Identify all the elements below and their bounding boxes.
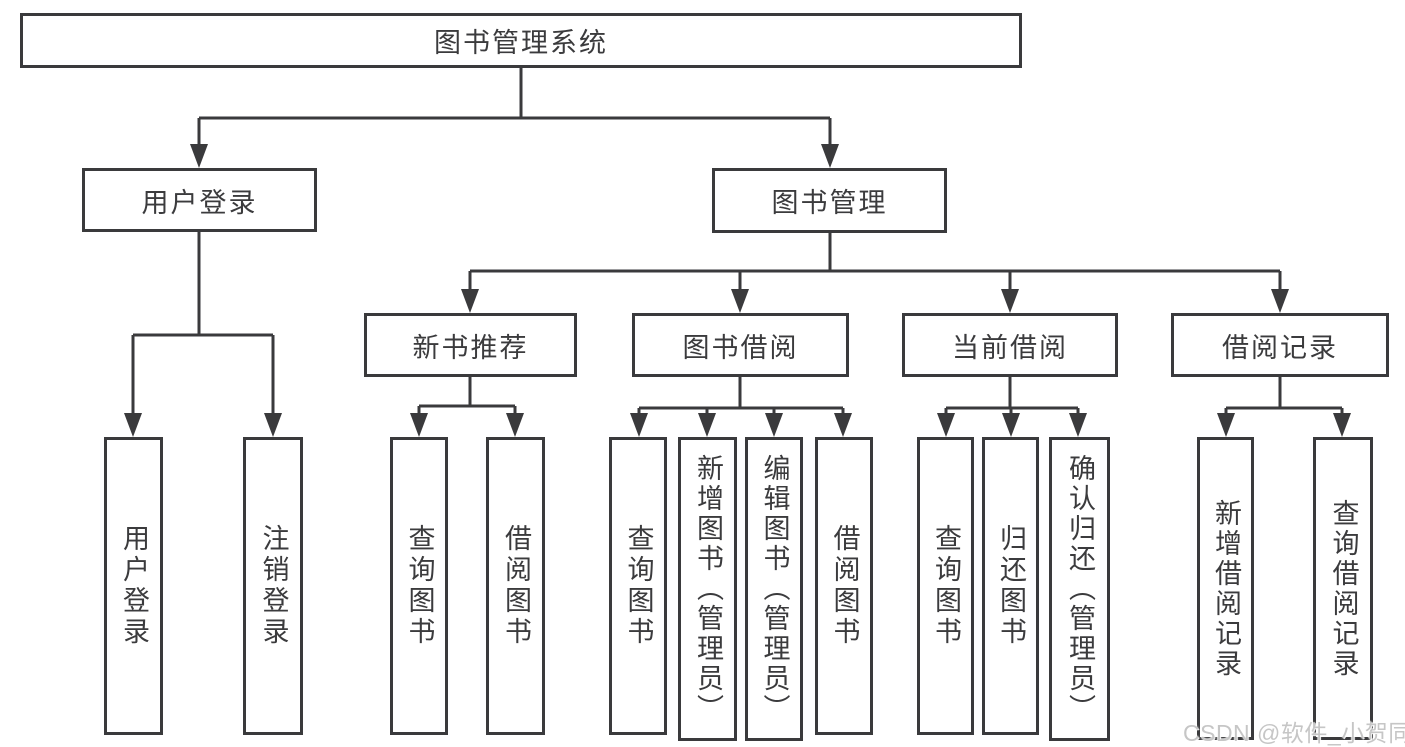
leaf-add-book-admin: 新增图书（管理员） — [678, 437, 737, 741]
leaf-add-book-admin-label: 新增图书（管理员） — [693, 454, 723, 724]
arrowhead-icons — [124, 144, 1351, 437]
node-current-borrow-label: 当前借阅 — [952, 332, 1068, 363]
leaf-borrow-books-recommend: 借阅图书 — [486, 437, 545, 735]
csdn-watermark: CSDN @软件_小贺同学 — [1183, 720, 1405, 746]
node-book-management: 图书管理 — [712, 168, 947, 233]
leaf-user-login: 用户登录 — [104, 437, 163, 735]
leaf-query-borrow-record-label: 查询借阅记录 — [1328, 498, 1359, 679]
node-book-borrow-label: 图书借阅 — [682, 332, 799, 363]
node-current-borrow: 当前借阅 — [902, 313, 1118, 377]
leaf-borrow-books-recommend-label: 借阅图书 — [501, 524, 531, 648]
leaf-query-books-borrow: 查询图书 — [609, 437, 667, 735]
leaf-confirm-return-admin: 确认归还（管理员） — [1049, 437, 1110, 741]
leaf-query-books-borrow-label: 查询图书 — [623, 524, 654, 648]
leaf-logout-label: 注销登录 — [258, 524, 289, 648]
leaf-confirm-return-admin-label: 确认归还（管理员） — [1065, 454, 1095, 724]
leaf-logout: 注销登录 — [243, 437, 303, 735]
leaf-add-borrow-record: 新增借阅记录 — [1197, 437, 1254, 740]
leaf-borrow-books-label: 借阅图书 — [829, 524, 860, 648]
leaf-return-book-label: 归还图书 — [996, 524, 1026, 648]
leaf-query-books-recommend-label: 查询图书 — [404, 524, 435, 648]
leaf-return-book: 归还图书 — [982, 437, 1039, 735]
node-root-label: 图书管理系统 — [434, 28, 608, 58]
leaf-user-login-label: 用户登录 — [119, 524, 149, 648]
leaf-query-books-recommend: 查询图书 — [390, 437, 448, 735]
node-borrow-records: 借阅记录 — [1171, 313, 1389, 377]
leaf-query-borrow-record: 查询借阅记录 — [1313, 437, 1373, 740]
node-user-login: 用户登录 — [82, 168, 317, 232]
leaf-edit-book-admin: 编辑图书（管理员） — [745, 437, 803, 741]
node-book-management-label: 图书管理 — [771, 188, 888, 218]
leaf-query-books-current: 查询图书 — [917, 437, 974, 735]
node-root: 图书管理系统 — [20, 13, 1022, 68]
node-book-borrow: 图书借阅 — [632, 313, 849, 377]
leaf-query-books-current-label: 查询图书 — [931, 524, 961, 648]
leaf-borrow-books: 借阅图书 — [815, 437, 873, 735]
node-user-login-label: 用户登录 — [141, 187, 258, 218]
node-new-book-recommend-label: 新书推荐 — [412, 332, 529, 363]
leaf-add-borrow-record-label: 新增借阅记录 — [1211, 498, 1241, 679]
node-borrow-records-label: 借阅记录 — [1222, 332, 1338, 363]
leaf-edit-book-admin-label: 编辑图书（管理员） — [759, 454, 790, 724]
node-new-book-recommend: 新书推荐 — [364, 313, 577, 377]
